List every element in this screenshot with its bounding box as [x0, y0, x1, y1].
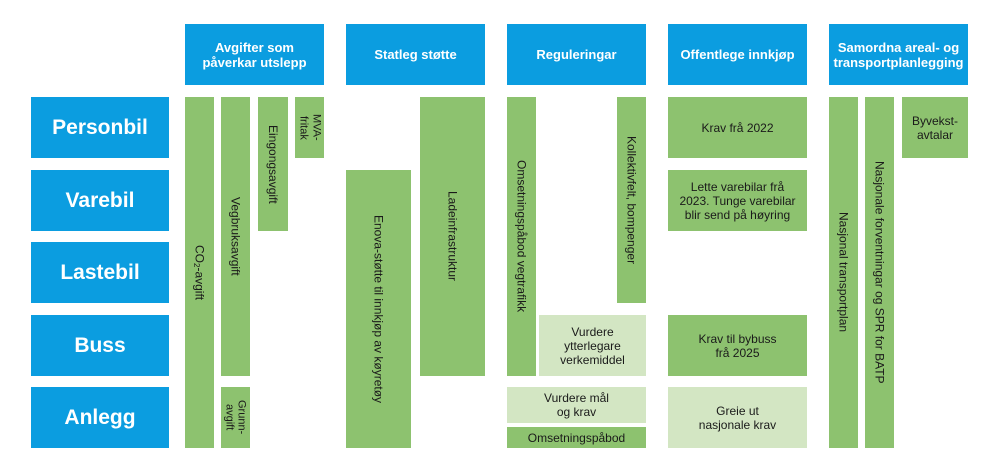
bar-enova-stotte: Enova-støtte til innkjøp av køyretøy: [346, 170, 411, 448]
box-omsetningspabod: Omsetningspåbod: [507, 427, 646, 448]
row-label-anlegg: Anlegg: [31, 387, 169, 448]
box-byvekstavtalar: Byvekst-avtalar: [902, 97, 968, 158]
bar-vegbruksavgift: Vegbruksavgift: [221, 97, 250, 376]
bar-nasjonal-transportplan: Nasjonal transportplan: [829, 97, 858, 448]
bar-kollektivfelt-bompenger: Kollektivfelt, bompenger: [617, 97, 646, 303]
box-krav-fra-2022: Krav frå 2022: [668, 97, 807, 158]
bar-mva-fritak: MVA-fritak: [295, 97, 324, 158]
bar-omsetningspabod-vegtrafikk: Omsetningspåbod vegtrafikk: [507, 97, 536, 376]
bar-co2-avgift: CO2-avgift: [185, 97, 214, 448]
box-krav-til-bybuss: Krav til bybuss frå 2025: [668, 315, 807, 376]
row-label-varebil: Varebil: [31, 170, 169, 231]
box-vurdere-mal-og-krav: Vurdere mål og krav: [507, 387, 646, 423]
bar-eingongsavgift: Eingongsavgift: [258, 97, 288, 231]
header-reguleringar: Reguleringar: [507, 24, 646, 85]
bar-nasjonale-forventningar: Nasjonale forventningar og SPR for BATP: [865, 97, 894, 448]
box-greie-ut-nasjonale-krav: Greie ut nasjonale krav: [668, 387, 807, 448]
header-offentlege-innkjop: Offentlege innkjøp: [668, 24, 807, 85]
header-statleg-stotte: Statleg støtte: [346, 24, 485, 85]
header-avgifter: Avgifter som påverkar utslepp: [185, 24, 324, 85]
row-label-buss: Buss: [31, 315, 169, 376]
box-vurdere-ytterlegare: Vurdere ytterlegare verkemiddel: [539, 315, 646, 376]
bar-grunnavgift: Grunn-avgift: [221, 387, 250, 448]
header-samordna: Samordna areal- og transportplanlegging: [829, 24, 968, 85]
row-label-lastebil: Lastebil: [31, 242, 169, 303]
row-label-personbil: Personbil: [31, 97, 169, 158]
box-lette-varebilar: Lette varebilar frå 2023. Tunge varebila…: [668, 170, 807, 231]
bar-ladeinfrastruktur: Ladeinfrastruktur: [420, 97, 485, 376]
